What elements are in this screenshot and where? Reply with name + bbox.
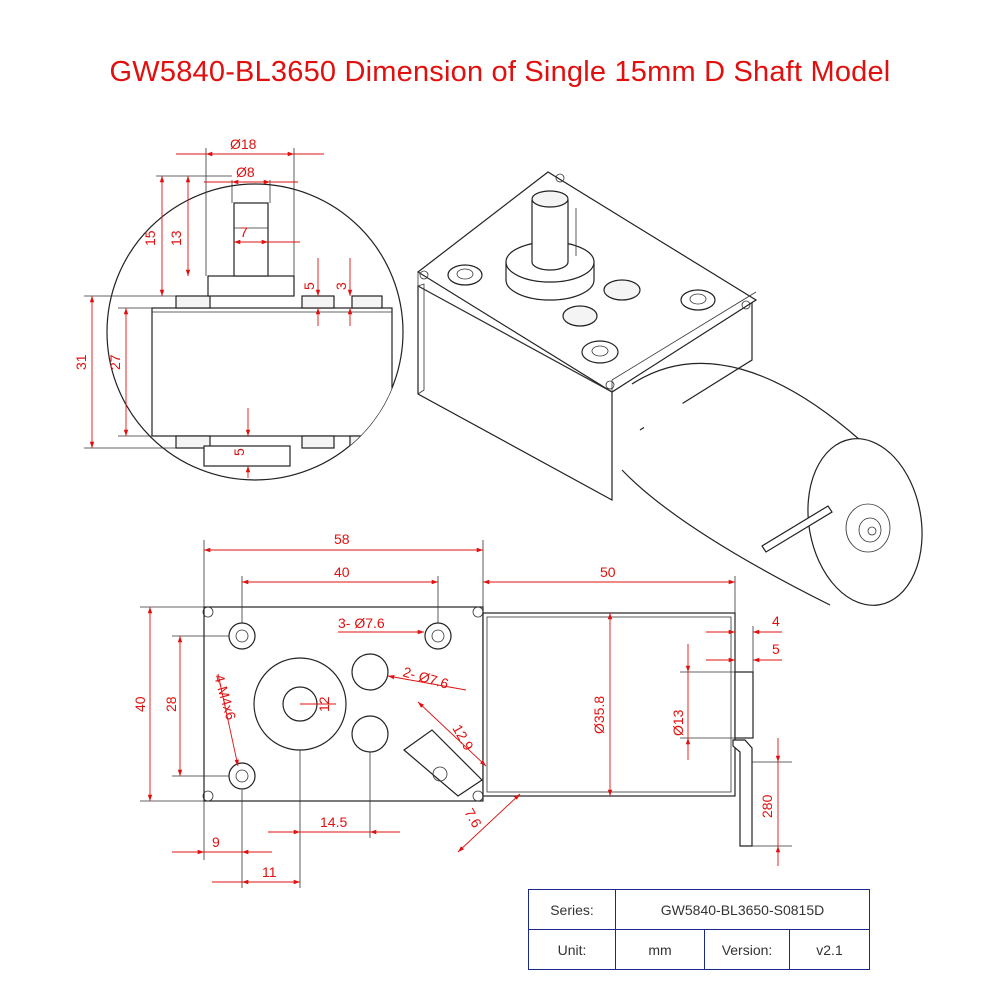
detail-parts	[151, 202, 393, 467]
dim-boss-height: 5	[301, 282, 317, 290]
dim-hole-spacing: 40	[334, 564, 350, 580]
dim-hole-vspacing: 28	[163, 696, 179, 712]
dim-end-cap-diameter: Ø13	[670, 709, 686, 736]
dim-mounting-holes: 3- Ø7.6	[338, 615, 385, 631]
dim-motor-length: 50	[600, 564, 616, 580]
dim-cap-offset: 4	[772, 613, 780, 629]
series-value: GW5840-BL3650-S0815D	[615, 889, 870, 930]
perspective-view	[416, 171, 923, 606]
version-value: v2.1	[789, 929, 870, 970]
dim-gearbox-height: 40	[132, 696, 148, 712]
detail-view: Ø18 Ø8 7 15 13 5 3 31 27	[73, 136, 404, 481]
dim-cap-depth: 5	[772, 641, 780, 657]
dim-body-height: 27	[107, 354, 123, 370]
dim-shaft-diameter: Ø8	[236, 164, 255, 180]
dim-shaft-exposed: 13	[168, 230, 184, 246]
unit-value: mm	[615, 929, 705, 970]
version-label: Version:	[704, 929, 790, 970]
dim-shaft-base-diameter: Ø18	[230, 136, 257, 152]
dim-shaft-length: 15	[142, 230, 158, 246]
unit-label: Unit:	[528, 929, 616, 970]
front-view: 58 40 50 3- Ø7.6 2- Ø7.6 4-M4x6 12 12.9 …	[132, 531, 792, 888]
dim-lead-length: 280	[759, 794, 775, 818]
dim-hole-edge: 9	[212, 834, 220, 850]
dim-shaft-offset: 11	[262, 864, 277, 880]
dim-boss-height-small: 3	[333, 282, 349, 290]
drawing-title: GW5840-BL3650 Dimension of Single 15mm D…	[109, 56, 891, 88]
dim-lug-width: 7.6	[461, 806, 485, 831]
dim-gearbox-width: 58	[334, 531, 350, 547]
series-label: Series:	[528, 889, 616, 930]
dim-motor-diameter: Ø35.8	[591, 696, 607, 734]
dim-total-height: 31	[73, 354, 89, 370]
dim-bottom-boss: 5	[231, 448, 247, 456]
dim-shaft-bore: 12	[316, 696, 332, 712]
title-block: Series: GW5840-BL3650-S0815D Unit: mm Ve…	[528, 889, 870, 970]
dim-boss-offset: 14.5	[320, 814, 347, 830]
dim-d-flat: 7	[240, 224, 248, 240]
